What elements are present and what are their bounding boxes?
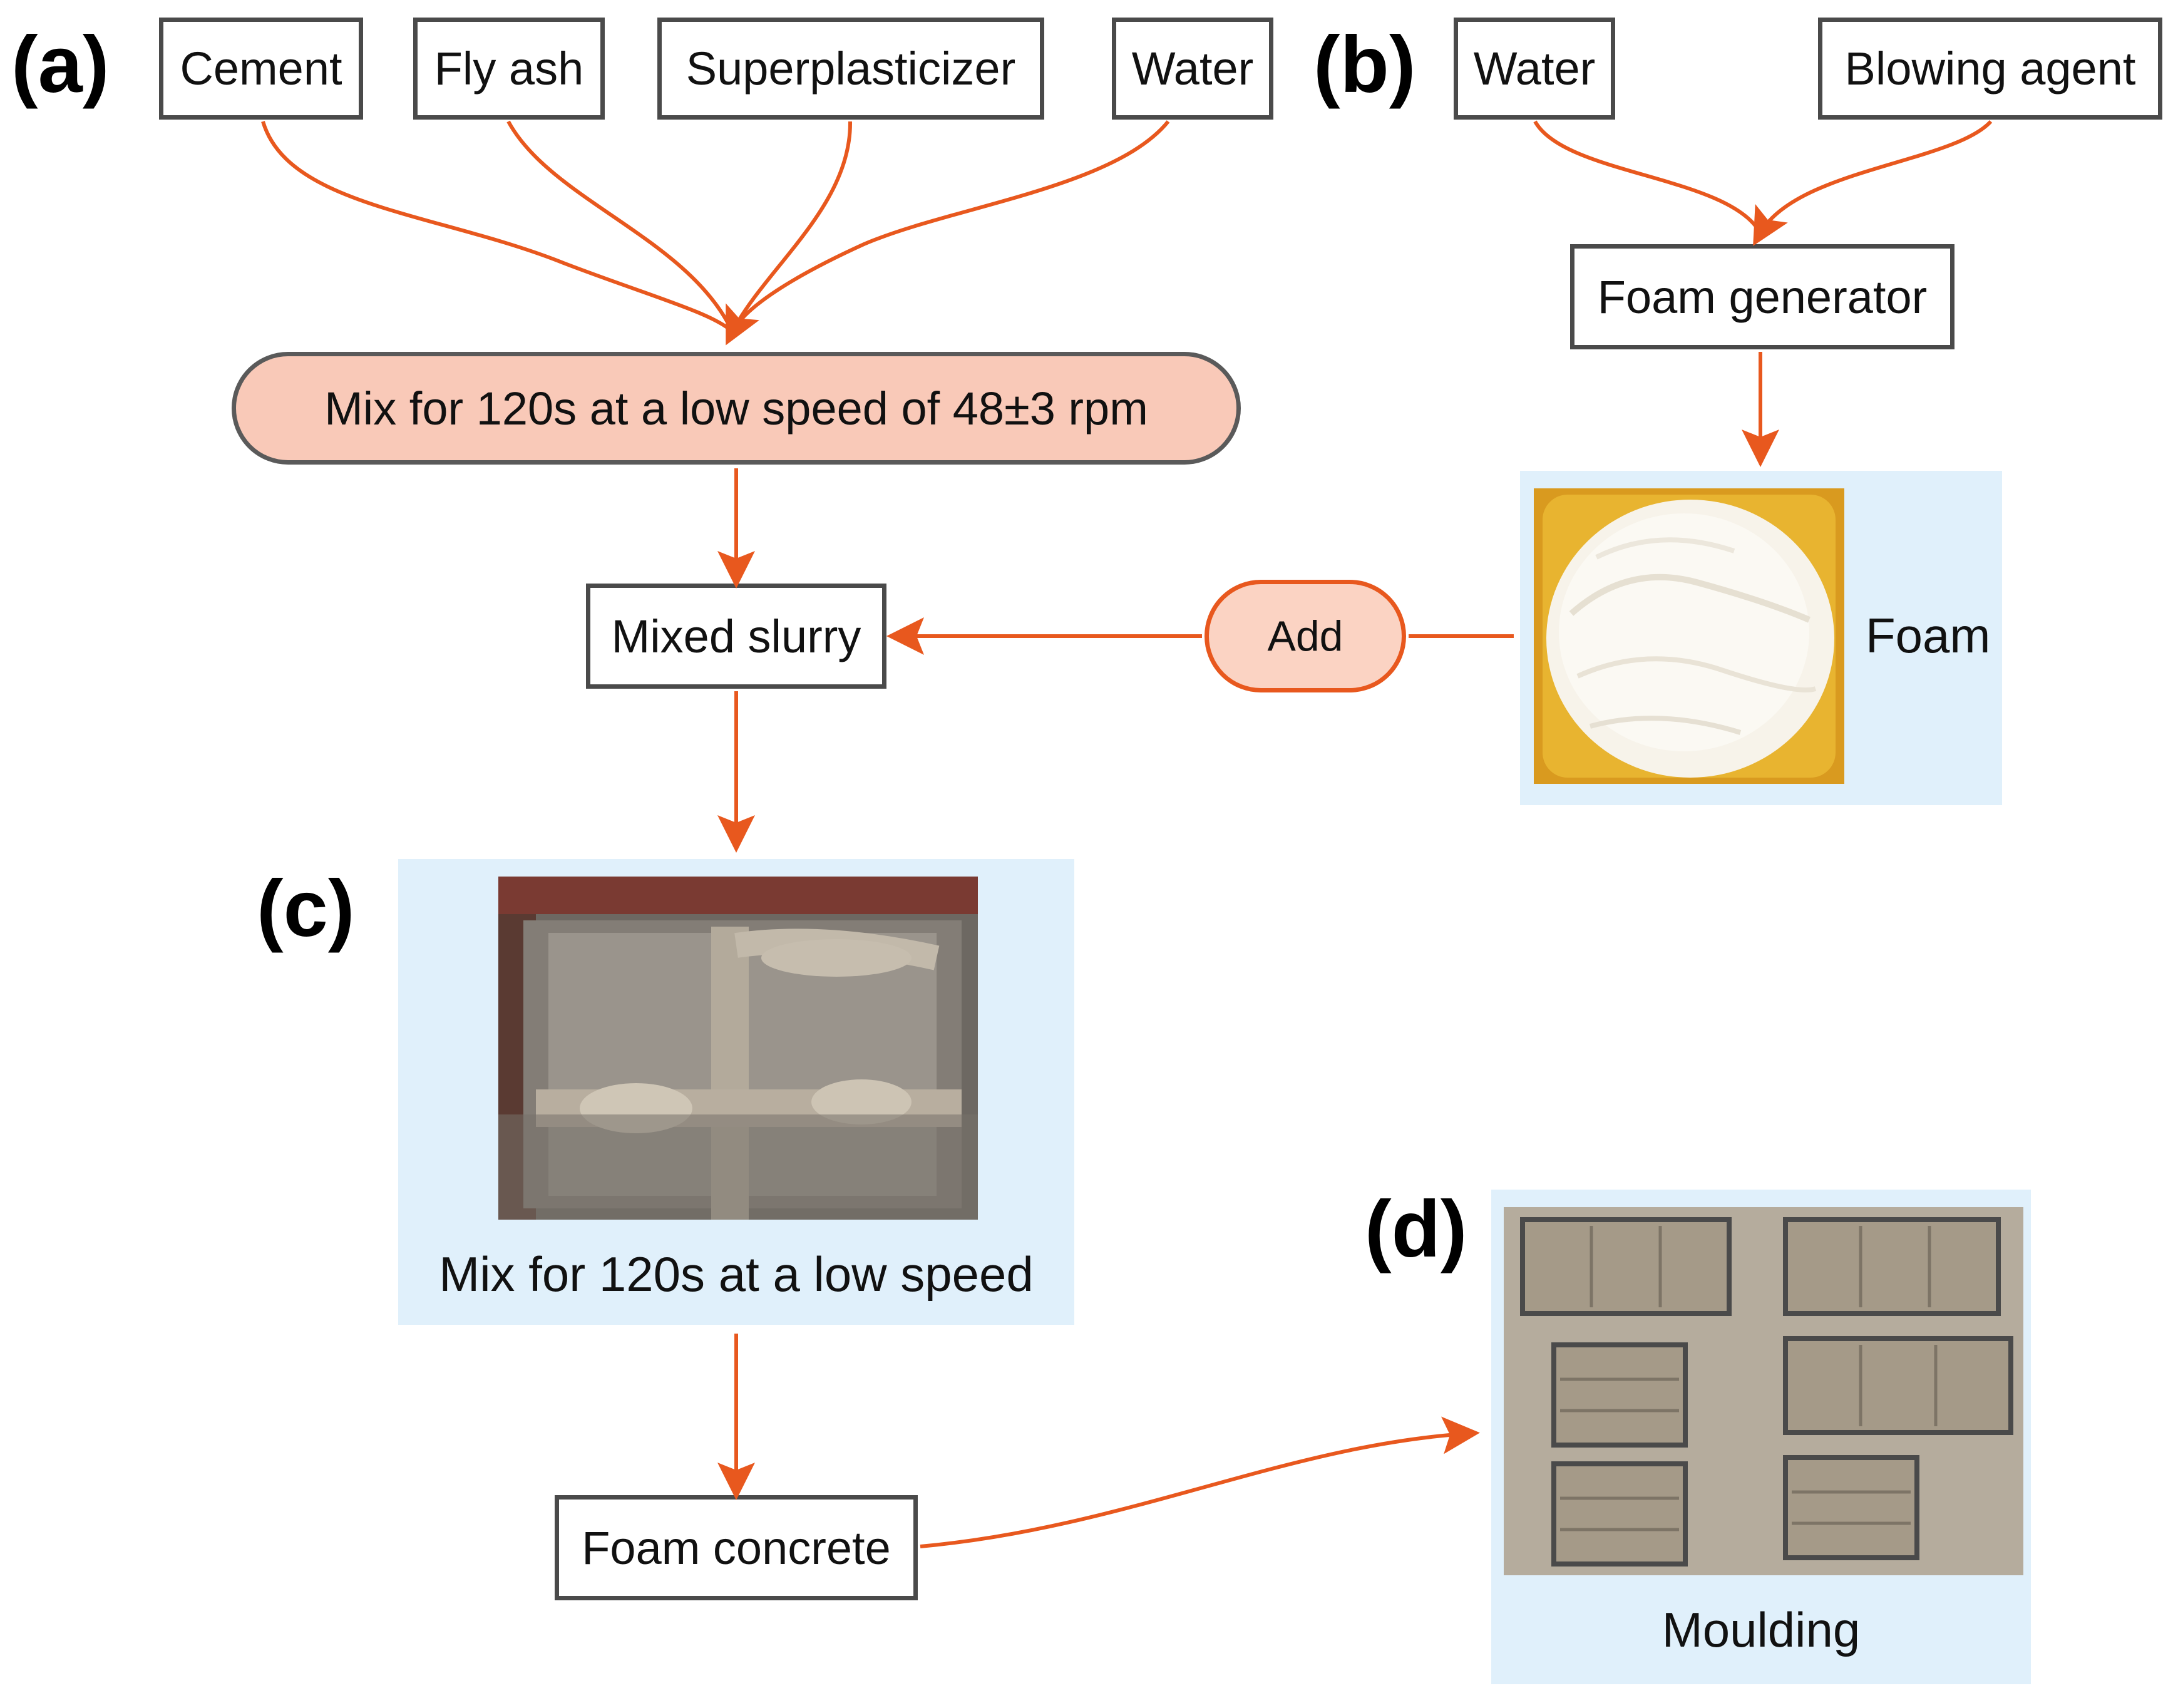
mixer-caption: Mix for 120s at a low speed xyxy=(439,1247,1034,1302)
input-cement-box: Cement xyxy=(159,18,363,120)
panel-label-a: (a) xyxy=(11,20,110,110)
add-step: Add xyxy=(1205,580,1406,692)
foam-caption: Foam xyxy=(1866,608,1991,663)
foam-photo xyxy=(1534,488,1844,784)
mix-low-speed-step: Mix for 120s at a low speed of 48±3 rpm xyxy=(232,352,1241,465)
arrow-water-to-mix xyxy=(726,120,1170,346)
input-superplasticizer-box: Superplasticizer xyxy=(657,18,1044,120)
mixed-slurry-box: Mixed slurry xyxy=(586,584,886,689)
arrow-cement-to-mix xyxy=(261,121,734,334)
arrow-blowing-agent-to-generator xyxy=(1753,120,1993,246)
input-fly-ash-box: Fly ash xyxy=(413,18,605,120)
arrow-foam-concrete-to-moulding xyxy=(920,1416,1480,1548)
arrow-superplasticizer-to-mix xyxy=(731,121,853,333)
moulding-photo xyxy=(1504,1207,2023,1575)
panel-label-d: (d) xyxy=(1365,1185,1467,1274)
moulding-caption: Moulding xyxy=(1662,1602,1861,1657)
panel-label-b: (b) xyxy=(1313,20,1416,110)
arrow-water-b-to-generator xyxy=(1533,120,1762,234)
input-blowing-agent-box: Blowing agent xyxy=(1818,18,2162,120)
mixer-photo xyxy=(498,877,978,1220)
input-water-b-box: Water xyxy=(1454,18,1615,120)
foam-generator-box: Foam generator xyxy=(1570,244,1954,349)
input-water-a-box: Water xyxy=(1112,18,1273,120)
arrow-flyash-to-mix xyxy=(506,120,734,333)
panel-label-c: (c) xyxy=(257,864,355,954)
